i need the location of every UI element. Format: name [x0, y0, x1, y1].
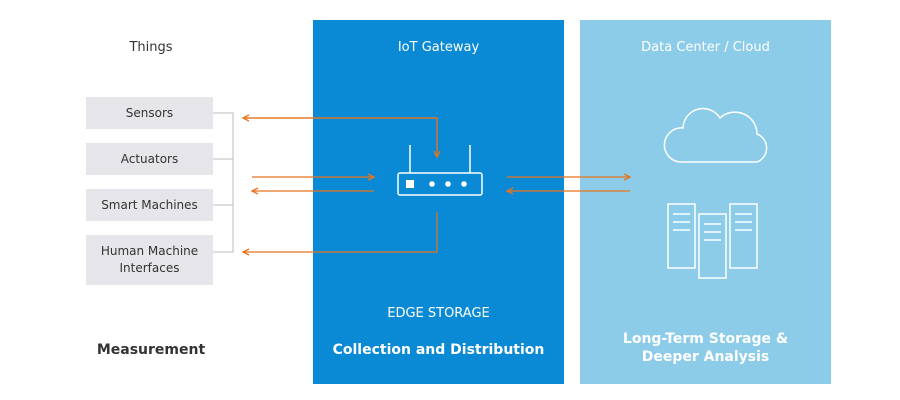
gateway-title: IoT Gateway — [397, 40, 480, 55]
things-title: Things — [129, 40, 173, 55]
cloud-icon — [663, 107, 768, 163]
gateway-cloud-arrows — [507, 177, 630, 191]
thing-actuators: Actuators — [86, 143, 213, 175]
edge-storage-label: EDGE STORAGE — [387, 306, 490, 321]
arrow-to-sensors — [243, 118, 438, 157]
cloud-title: Data Center / Cloud — [641, 40, 770, 55]
things-bracket — [213, 112, 234, 253]
measurement-label: Measurement — [96, 342, 206, 358]
longterm-label: Long-Term Storage & Deeper Analysis — [622, 331, 789, 365]
arrow-to-gateway-top — [243, 117, 437, 157]
arrow-to-hmi — [243, 212, 438, 252]
thing-human-machine-interfaces: Human Machine Interfaces — [86, 235, 213, 285]
thing-smart-machines: Smart Machines — [86, 189, 213, 221]
cloud-panel: Data Center / Cloud Long-Term Storage & … — [580, 20, 831, 384]
thing-sensors: Sensors — [86, 97, 213, 129]
gateway-panel: IoT Gateway EDGE STORAGE Collection and … — [313, 20, 564, 384]
router-icon — [397, 145, 483, 196]
server-rack-icon — [667, 203, 758, 279]
collection-label: Collection and Distribution — [332, 342, 545, 358]
things-gateway-arrows — [243, 118, 437, 252]
